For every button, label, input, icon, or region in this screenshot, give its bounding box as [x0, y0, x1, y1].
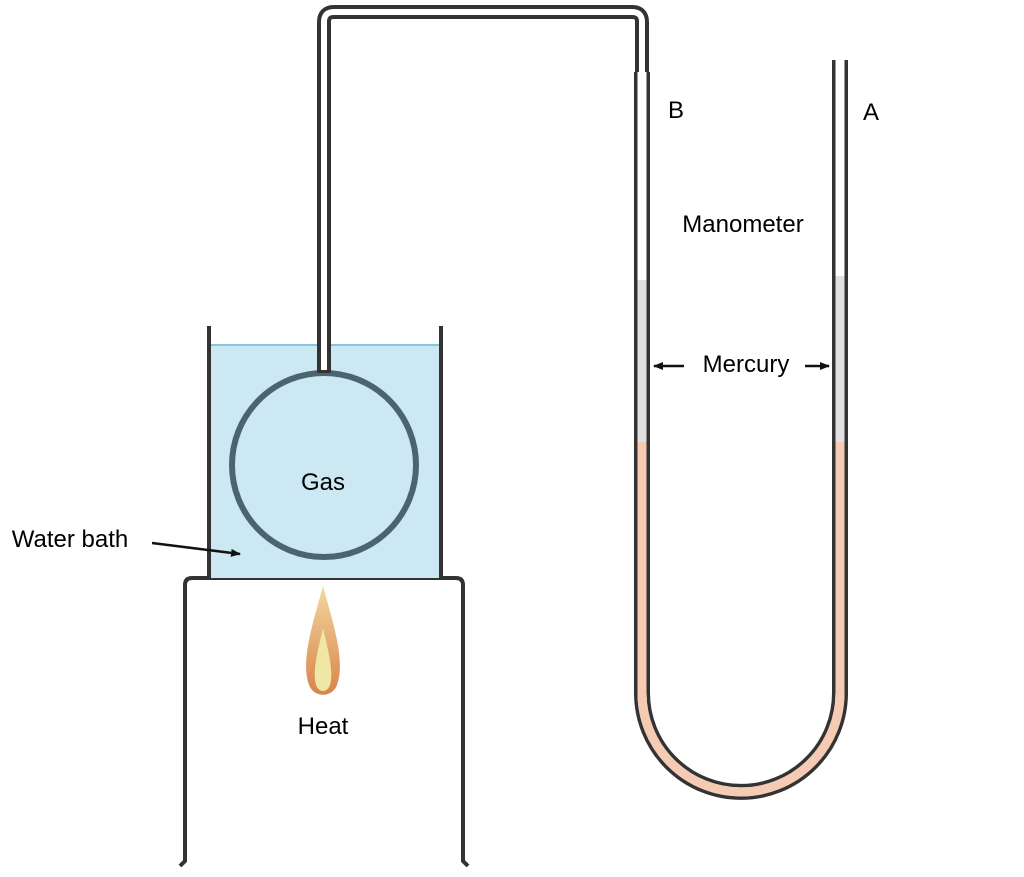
water-bath-label: Water bath [12, 526, 129, 553]
mercury-label: Mercury [703, 351, 790, 378]
connecting-tube-inner [321, 9, 645, 370]
flame-icon [306, 586, 340, 695]
manometer-tube-bore [637, 60, 845, 797]
water-bath-container [207, 326, 443, 578]
arm-a-label: A [863, 99, 879, 126]
water [210, 345, 440, 578]
heat-label: Heat [298, 713, 349, 740]
connecting-tube-outer [317, 5, 649, 373]
water-bath-arrow [151, 541, 241, 557]
manometer-label: Manometer [682, 211, 803, 238]
mercury-column [637, 442, 845, 797]
gas-label: Gas [301, 469, 345, 496]
manometer-tube-outer [634, 60, 848, 800]
manometer-tube-grey-section [637, 276, 845, 442]
arm-b-label: B [668, 97, 684, 124]
